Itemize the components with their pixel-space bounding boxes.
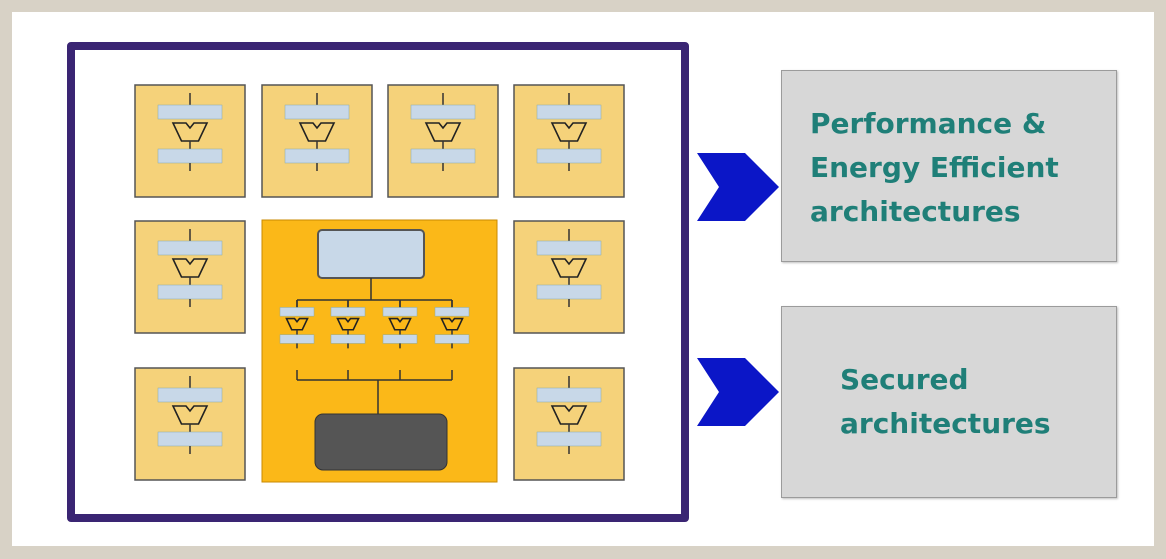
arrow-to-secured bbox=[697, 358, 779, 426]
register-bottom bbox=[157, 431, 223, 447]
processing-element bbox=[410, 93, 476, 171]
processing-element bbox=[157, 229, 223, 307]
register-top bbox=[434, 307, 470, 317]
register-bottom bbox=[434, 334, 470, 344]
secured-label: Secured architectures bbox=[840, 363, 1051, 440]
cluster-unit bbox=[434, 300, 470, 349]
alu-icon bbox=[424, 122, 462, 142]
secured-box bbox=[781, 306, 1117, 498]
alu-icon bbox=[550, 405, 588, 425]
register-top bbox=[157, 240, 223, 256]
cluster-unit bbox=[330, 300, 366, 349]
register-top bbox=[536, 240, 602, 256]
register-bottom bbox=[536, 431, 602, 447]
register-bottom bbox=[157, 148, 223, 164]
register-top bbox=[536, 387, 602, 403]
register-bottom bbox=[410, 148, 476, 164]
register-top bbox=[410, 104, 476, 120]
cluster-unit bbox=[279, 300, 315, 349]
register-bottom bbox=[279, 334, 315, 344]
controller-block bbox=[317, 229, 425, 279]
memory-block bbox=[314, 413, 448, 471]
processing-element bbox=[157, 93, 223, 171]
register-bottom bbox=[330, 334, 366, 344]
alu-icon bbox=[285, 317, 309, 331]
alu-icon bbox=[440, 317, 464, 331]
register-top bbox=[157, 104, 223, 120]
alu-icon bbox=[171, 122, 209, 142]
register-bottom bbox=[536, 284, 602, 300]
performance-label: Performance & Energy Efficient architect… bbox=[810, 107, 1059, 228]
processing-element bbox=[536, 229, 602, 307]
alu-icon bbox=[336, 317, 360, 331]
register-bottom bbox=[382, 334, 418, 344]
cluster-unit bbox=[382, 300, 418, 349]
register-top bbox=[279, 307, 315, 317]
register-bottom bbox=[157, 284, 223, 300]
arrow-to-performance bbox=[697, 153, 779, 221]
register-bottom bbox=[536, 148, 602, 164]
register-top bbox=[536, 104, 602, 120]
register-bottom bbox=[284, 148, 350, 164]
processing-element bbox=[284, 93, 350, 171]
register-top bbox=[284, 104, 350, 120]
register-top bbox=[382, 307, 418, 317]
processing-element bbox=[536, 376, 602, 454]
processing-element bbox=[157, 376, 223, 454]
alu-icon bbox=[550, 122, 588, 142]
alu-icon bbox=[388, 317, 412, 331]
alu-icon bbox=[298, 122, 336, 142]
register-top bbox=[330, 307, 366, 317]
register-top bbox=[157, 387, 223, 403]
processing-element bbox=[536, 93, 602, 171]
alu-icon bbox=[171, 258, 209, 278]
alu-icon bbox=[550, 258, 588, 278]
performance-box bbox=[781, 70, 1117, 262]
alu-icon bbox=[171, 405, 209, 425]
